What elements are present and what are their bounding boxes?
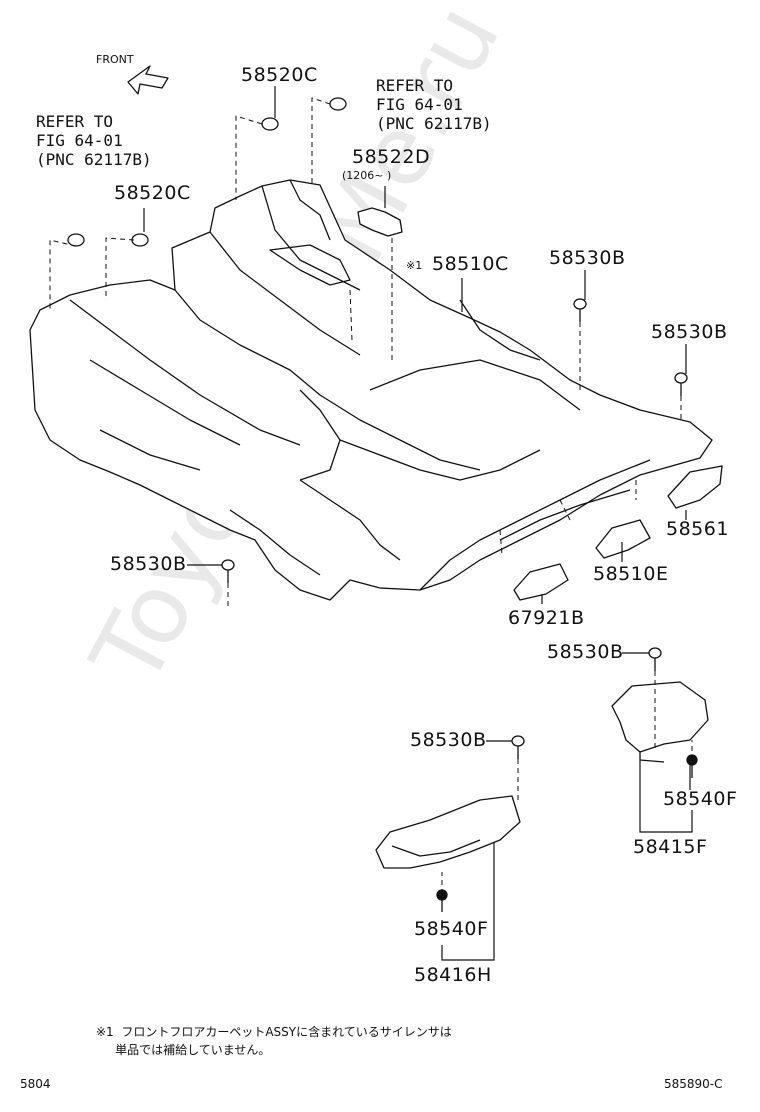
clip-58520c-top-icon <box>261 117 279 131</box>
part-58530b-c: 58530B <box>547 641 624 663</box>
grommet-right-icon <box>329 97 347 111</box>
part-58530b-d: 58530B <box>410 729 487 751</box>
part-58522d: 58522D <box>352 146 431 168</box>
footnote: ※1 フロントフロアカーペットASSYに含まれているサイレンサは 単品では補給し… <box>96 1025 452 1057</box>
part-58510e: 58510E <box>593 563 669 585</box>
part-58520c-top: 58520C <box>241 64 318 86</box>
part-58522d-range: (1206~ ) <box>342 169 392 182</box>
part-58415f: 58415F <box>633 836 708 858</box>
clip-58522d-icon <box>357 207 403 237</box>
grommet-left-icon <box>67 233 85 247</box>
part-58540f-right: 58540F <box>663 788 738 810</box>
figure-code: 585890-C <box>664 1077 723 1091</box>
front-arrow-icon <box>127 65 169 95</box>
silencer-58510e-icon <box>595 519 651 559</box>
part-58530b-b: 58530B <box>651 321 728 343</box>
silencer-58561-icon <box>667 465 723 509</box>
screw-58530b-b-icon <box>674 372 688 396</box>
part-58530b-left: 58530B <box>110 553 187 575</box>
page-number: 5804 <box>20 1077 51 1091</box>
screw-58530b-c-icon <box>648 647 662 671</box>
part-58520c-left: 58520C <box>114 182 191 204</box>
cover-58416h-icon <box>375 795 521 869</box>
screw-58530b-a-icon <box>573 298 587 322</box>
screw-58530b-left-icon <box>221 559 235 583</box>
refer-note-left: REFER TO FIG 64-01 (PNC 62117B) <box>36 112 152 169</box>
screw-58530b-d-icon <box>511 735 525 759</box>
cover-58415f-icon <box>611 681 709 753</box>
front-label: FRONT <box>96 53 134 66</box>
refer-note-right: REFER TO FIG 64-01 (PNC 62117B) <box>376 76 492 133</box>
part-67921b: 67921B <box>508 607 585 629</box>
part-58510c-mark: ※1 <box>406 259 423 272</box>
part-58530b-a: 58530B <box>549 247 626 269</box>
clip-58520c-left-icon <box>131 233 149 247</box>
part-58540f-left: 58540F <box>414 918 489 940</box>
part-58510c: 58510C <box>432 253 509 275</box>
part-58416h: 58416H <box>414 964 492 986</box>
part-58561: 58561 <box>666 518 729 540</box>
silencer-67921b-icon <box>513 563 569 601</box>
